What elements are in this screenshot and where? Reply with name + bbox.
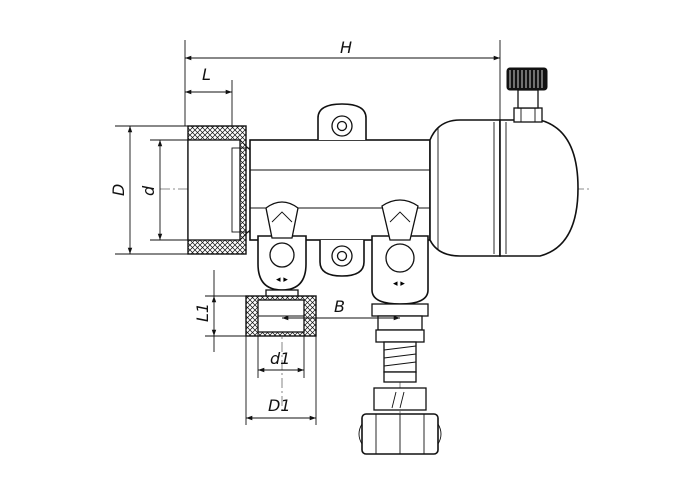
body-flange <box>429 119 501 257</box>
dim-label-d: d <box>139 185 158 196</box>
dim-label-B: B <box>334 297 345 316</box>
dim-label-H: H <box>340 38 352 57</box>
vent-nut <box>513 107 543 123</box>
inlet-bore <box>187 139 241 241</box>
end-cap-dome <box>499 119 579 257</box>
dim-label-L: L <box>202 65 211 84</box>
dim-label-D: D <box>109 184 128 196</box>
end-cap <box>493 67 579 257</box>
outlet-right <box>358 329 442 455</box>
dim-label-D1: D1 <box>268 396 291 415</box>
valve-left-lever <box>265 201 299 239</box>
vent-knob <box>506 67 548 91</box>
dimensions: H L D d L1 B d1 D1 <box>109 38 501 425</box>
outlet-left <box>245 295 317 337</box>
vent-stem <box>517 89 539 109</box>
valve-left: ◂ ▸ <box>257 201 307 299</box>
valve-right-lever <box>381 199 419 241</box>
svg-text:◂ ▸: ◂ ▸ <box>393 279 405 289</box>
svg-text:◂ ▸: ◂ ▸ <box>276 275 288 285</box>
manifold-body <box>187 103 501 277</box>
dim-label-d1: d1 <box>270 349 290 368</box>
dim-label-L1: L1 <box>193 303 212 322</box>
